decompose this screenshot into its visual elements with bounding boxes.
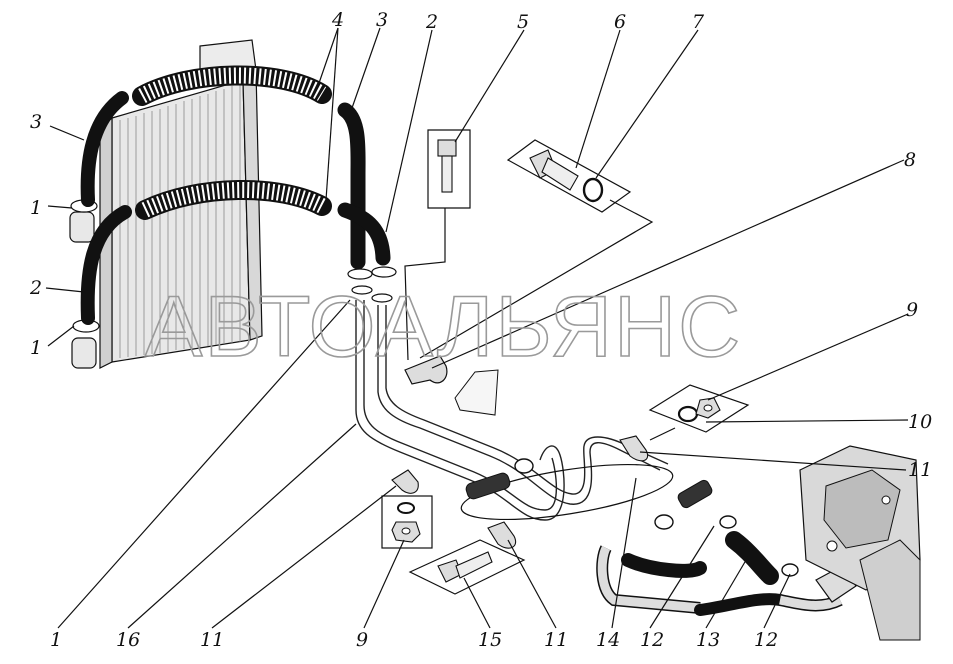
clamp-hose-2 <box>371 266 397 278</box>
callout-16: 16 <box>116 629 140 651</box>
callout-7: 7 <box>692 11 705 33</box>
radiator <box>99 39 263 369</box>
pump-unit <box>799 445 921 641</box>
lower-hoses <box>596 531 857 616</box>
clip-11-bottom <box>487 521 516 549</box>
callout-11-right: 11 <box>908 459 932 481</box>
callout-3-left: 3 <box>30 111 42 133</box>
callout-4: 4 <box>331 9 344 31</box>
hose-2-right <box>337 202 391 266</box>
callout-15: 15 <box>478 629 502 651</box>
metal-tubes <box>355 300 669 521</box>
callout-11-bottom-left: 11 <box>200 629 224 651</box>
callout-1-upper: 1 <box>30 197 42 219</box>
callout-13: 13 <box>696 629 720 651</box>
hose-3-left <box>80 91 129 207</box>
callout-8: 8 <box>904 149 916 171</box>
nut-washer-9-lower-card <box>381 495 433 549</box>
clamp-hose-3 <box>347 268 373 280</box>
callout-12-left: 12 <box>640 629 664 651</box>
callout-14: 14 <box>596 629 620 651</box>
bolt-washer-6-7-card <box>419 139 654 359</box>
watermark-text: АВТОАЛЬЯНС <box>145 279 742 375</box>
callout-11-bottom: 11 <box>544 629 568 651</box>
callout-6: 6 <box>614 11 626 33</box>
callout-9-right: 9 <box>906 299 918 321</box>
callout-1-lower: 1 <box>30 337 42 359</box>
callout-3-top: 3 <box>376 9 388 31</box>
bolt-5-card <box>404 129 471 361</box>
clamp-8 <box>404 355 448 385</box>
corrugated-hoses <box>132 65 332 220</box>
callout-12-right: 12 <box>754 629 778 651</box>
callout-10: 10 <box>908 411 932 433</box>
nut-washer-9-10-card <box>648 384 750 441</box>
callout-5: 5 <box>517 11 529 33</box>
callout-2-top: 2 <box>425 11 438 33</box>
hose-2-left <box>80 205 132 325</box>
callout-9-bottom: 9 <box>356 629 368 651</box>
leader-lines <box>45 27 909 629</box>
mount-bracket <box>454 369 499 416</box>
group-ellipse-14 <box>460 463 674 521</box>
clip-11-right <box>619 435 648 462</box>
hose-3-right <box>337 102 366 270</box>
callout-2-left: 2 <box>29 277 42 299</box>
clip-11-left <box>391 469 419 494</box>
bolt-15-card <box>408 539 526 595</box>
callout-1-bottom: 1 <box>50 629 62 651</box>
